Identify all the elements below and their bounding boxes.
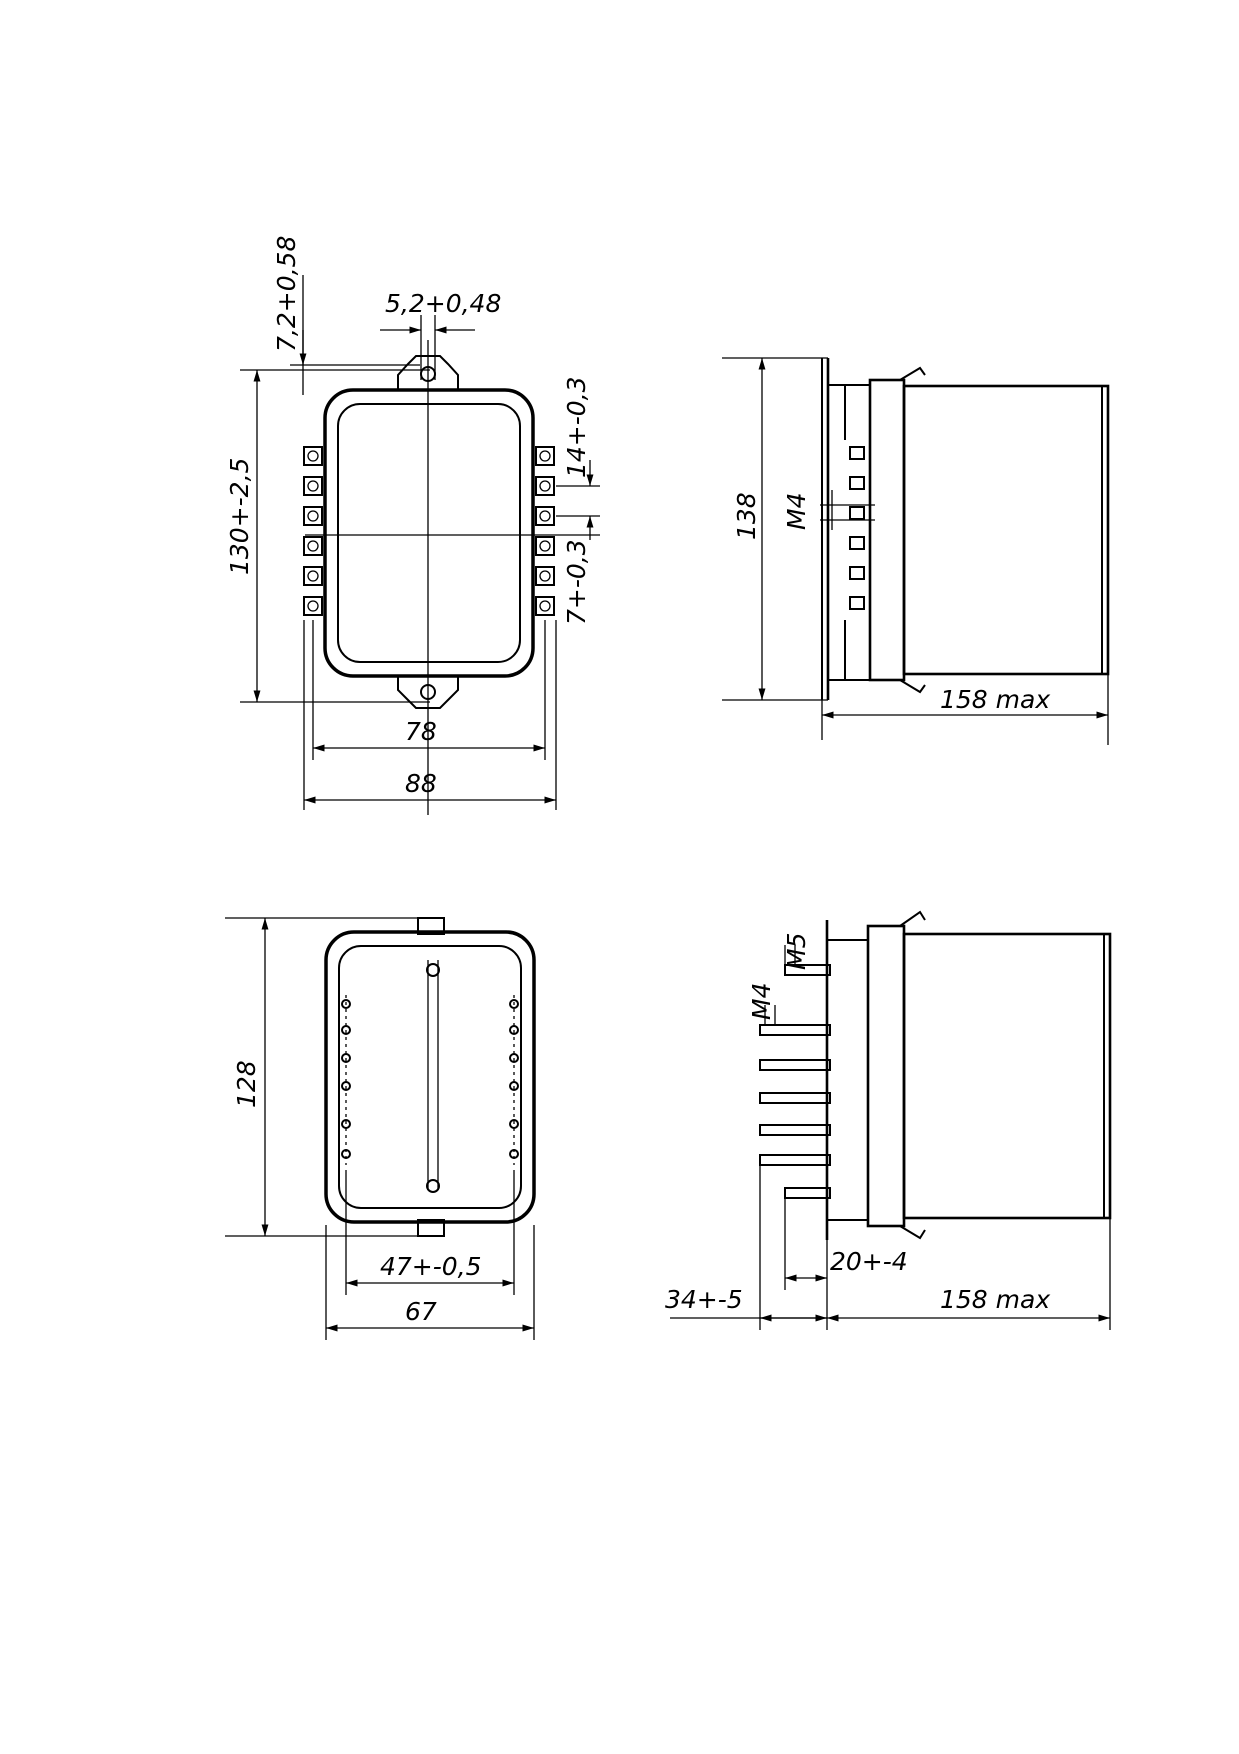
back-body-inner <box>338 945 522 1209</box>
dim-depth-bottom: 158 max <box>940 1285 1050 1314</box>
dim-outer-width-front: 88 <box>405 769 437 798</box>
cover-rim-b <box>866 924 906 1228</box>
dim-height-front: 130+-2,5 <box>225 458 254 575</box>
back-body-outer <box>324 930 536 1224</box>
dim-lug-hole: 5,2+0,48 <box>385 289 501 318</box>
view-bottom-side: M5 M4 20+-4 158 max 34+-5 <box>665 910 1112 1330</box>
dim-terminal-pitch: 14+-0,3 <box>562 376 591 478</box>
terminal <box>303 446 323 466</box>
terminal <box>303 476 323 496</box>
front-body-inner <box>337 403 521 663</box>
terminal <box>303 536 323 556</box>
back-lug-top <box>417 917 445 935</box>
terminal <box>535 476 555 496</box>
terminal <box>535 446 555 466</box>
clip-top-b <box>899 910 926 927</box>
dim-outer-width-back: 67 <box>405 1297 437 1326</box>
clip-bottom-b <box>899 1225 926 1240</box>
dim-stud-total: 34+-5 <box>665 1285 743 1314</box>
view-top-front: 7,2+0,58 5,2+0,48 130+-2,5 14+-0,3 7+-0,… <box>225 236 600 815</box>
terminal <box>535 506 555 526</box>
back-stud-top <box>426 963 440 977</box>
dim-height-side: 138 <box>732 492 761 540</box>
rear-studs <box>759 964 831 1199</box>
dim-thread-m4: M4 <box>747 983 776 1020</box>
terminal <box>303 506 323 526</box>
dim-thread-top: M4 <box>782 493 811 530</box>
cover-rim <box>868 378 906 682</box>
back-stud-bottom <box>426 1179 440 1193</box>
socket-base <box>828 384 871 681</box>
view-bottom-front: 128 47+-0,5 67 <box>225 917 536 1340</box>
terminals-right <box>535 446 555 616</box>
front-body-outer <box>323 388 535 678</box>
clip-bottom <box>899 679 926 694</box>
back-terminals-right <box>509 995 519 1165</box>
dim-thread-m5: M5 <box>782 933 811 970</box>
terminals-left <box>303 446 323 616</box>
dim-lug-offset: 7,2+0,58 <box>272 236 301 352</box>
dim-inner-width-back: 47+-0,5 <box>380 1252 482 1281</box>
cover-body <box>902 384 1110 676</box>
terminal <box>535 596 555 616</box>
dim-height-back: 128 <box>232 1060 261 1108</box>
dim-depth-top: 158 max <box>940 685 1050 714</box>
terminal <box>535 536 555 556</box>
dim-terminal-pitch2: 7+-0,3 <box>562 539 591 625</box>
terminal <box>303 596 323 616</box>
terminal <box>535 566 555 586</box>
back-terminals-left <box>341 995 351 1165</box>
socket-base-b <box>827 939 869 1221</box>
dim-inner-width-front: 78 <box>405 717 437 746</box>
side-screws <box>849 446 865 610</box>
cover-body-b <box>902 932 1112 1220</box>
clip-top <box>899 366 926 381</box>
dim-stud-length: 20+-4 <box>830 1247 908 1276</box>
terminal <box>303 566 323 586</box>
back-lug-bottom <box>417 1219 445 1237</box>
view-top-side: 138 M4 158 max <box>722 357 1110 745</box>
